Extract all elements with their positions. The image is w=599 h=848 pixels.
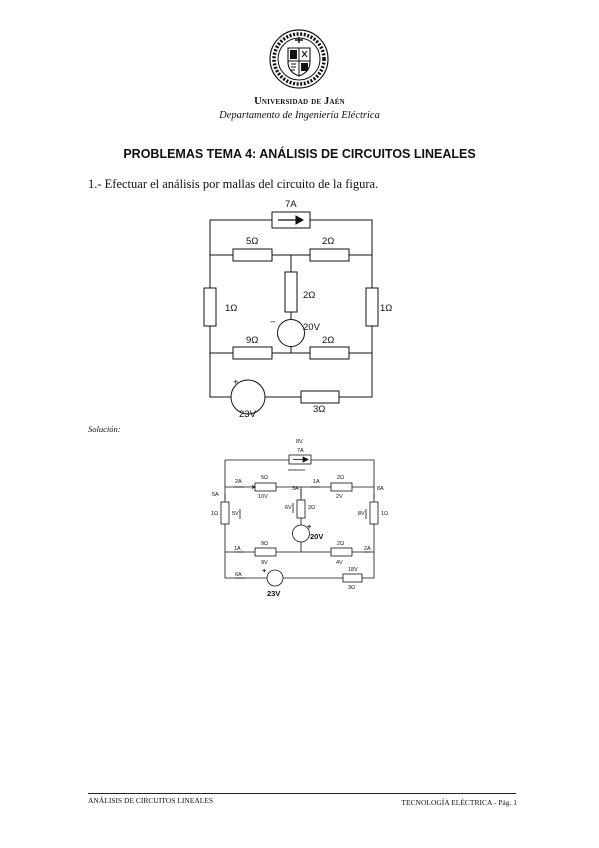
sol-current-source-7a — [288, 454, 312, 465]
sol-label-plus-23v: + — [262, 566, 267, 575]
sol-label-2v: 2V — [336, 494, 343, 500]
sol-label-8a: 8A — [377, 486, 384, 492]
voltage-source-23v — [230, 379, 266, 415]
sol-label-3ohm: 3Ω — [348, 585, 355, 591]
sol-label-3a: 3A — [292, 486, 299, 492]
sol-label-10v: 10V — [258, 494, 268, 500]
sol-label-7a: 7A — [297, 448, 304, 454]
label-3ohm: 3Ω — [313, 404, 325, 415]
sol-label-1a-top: 1A — [313, 479, 320, 485]
label-1ohm-right: 1Ω — [380, 303, 392, 314]
resistor-1ohm-right — [365, 287, 379, 327]
sol-label-2ohm-mid: 2Ω — [337, 541, 344, 547]
sol-label-2a: 2A — [235, 479, 242, 485]
sol-label-6a: 6A — [235, 572, 242, 578]
resistor-3ohm — [300, 390, 340, 404]
resistor-2ohm-mid — [309, 346, 350, 360]
sol-label-9ohm: 9Ω — [261, 541, 268, 547]
sol-resistor-1ohm-left — [220, 501, 230, 525]
sol-resistor-3ohm — [342, 573, 363, 583]
label-plus-23v: + — [233, 377, 239, 388]
sol-label-18v: 18V — [348, 567, 358, 573]
solution-circuit — [220, 454, 379, 587]
footer-divider — [88, 793, 516, 794]
footer-left-text: ANÁLISIS DE CIRCUITOS LINEALES — [88, 796, 214, 805]
sol-label-8v: 8V — [296, 439, 303, 445]
university-seal-logo — [269, 29, 329, 89]
sol-voltage-source-23v — [266, 569, 284, 587]
label-20v: 20V — [303, 322, 321, 333]
sol-label-2ohm-center: 2Ω — [308, 505, 315, 511]
footer-page-info: TECNOLOGÍA ELÉCTRICA - Pág. 1 — [401, 798, 517, 807]
resistor-1ohm-left — [203, 287, 217, 327]
sol-label-4v: 4V — [336, 560, 343, 566]
label-minus-20v: − — [270, 317, 276, 328]
sol-label-2a-mid: 2A — [364, 546, 371, 552]
sol-resistor-2ohm-center — [296, 499, 306, 519]
sol-voltage-source-20v — [292, 524, 310, 543]
sol-label-5a: 5A — [212, 492, 219, 498]
sol-label-1a-mid: 1A — [234, 546, 241, 552]
label-2ohm-center: 2Ω — [303, 290, 315, 301]
problem-circuit — [203, 211, 379, 415]
resistor-5ohm — [232, 248, 273, 262]
university-name: Universidad de Jaén — [254, 96, 345, 107]
resistor-2ohm-top — [309, 248, 350, 262]
sol-label-20v: 20V — [310, 532, 323, 541]
page-title: PROBLEMAS TEMA 4: ANÁLISIS DE CIRCUITOS … — [123, 147, 476, 161]
sol-resistor-9ohm — [254, 547, 277, 557]
sol-resistor-5ohm — [254, 482, 277, 492]
resistor-2ohm-center — [284, 271, 298, 313]
label-1ohm-left: 1Ω — [225, 303, 237, 314]
sol-resistor-2ohm-top — [330, 482, 353, 492]
solution-label: Solución: — [88, 424, 121, 434]
sol-label-5v: 5V — [232, 511, 239, 517]
label-2ohm-top: 2Ω — [322, 236, 334, 247]
sol-label-1ohm-left: 1Ω — [211, 511, 218, 517]
label-9ohm: 9Ω — [246, 335, 258, 346]
sol-label-5ohm: 5Ω — [261, 475, 268, 481]
resistor-9ohm — [232, 346, 273, 360]
sol-label-plus-20v: + — [307, 522, 312, 531]
label-5ohm: 5Ω — [246, 236, 258, 247]
label-23v: 23V — [239, 409, 257, 420]
sol-label-9v: 9V — [261, 560, 268, 566]
sol-resistor-1ohm-right — [369, 501, 379, 525]
label-2ohm-mid: 2Ω — [322, 335, 334, 346]
voltage-source-20v — [277, 319, 305, 347]
current-source-7a — [271, 211, 311, 229]
sol-label-23v: 23V — [267, 589, 280, 598]
sol-label-2ohm-top: 2Ω — [337, 475, 344, 481]
sol-label-1ohm-right: 1Ω — [381, 511, 388, 517]
sol-label-8v-right: 8V — [358, 511, 365, 517]
sol-resistor-2ohm-mid — [330, 547, 353, 557]
problem-statement: 1.- Efectuar el análisis por mallas del … — [88, 177, 379, 191]
label-7a: 7A — [285, 199, 297, 210]
department-name: Departamento de Ingeniería Eléctrica — [219, 110, 380, 121]
sol-label-6v: 6V — [285, 505, 292, 511]
